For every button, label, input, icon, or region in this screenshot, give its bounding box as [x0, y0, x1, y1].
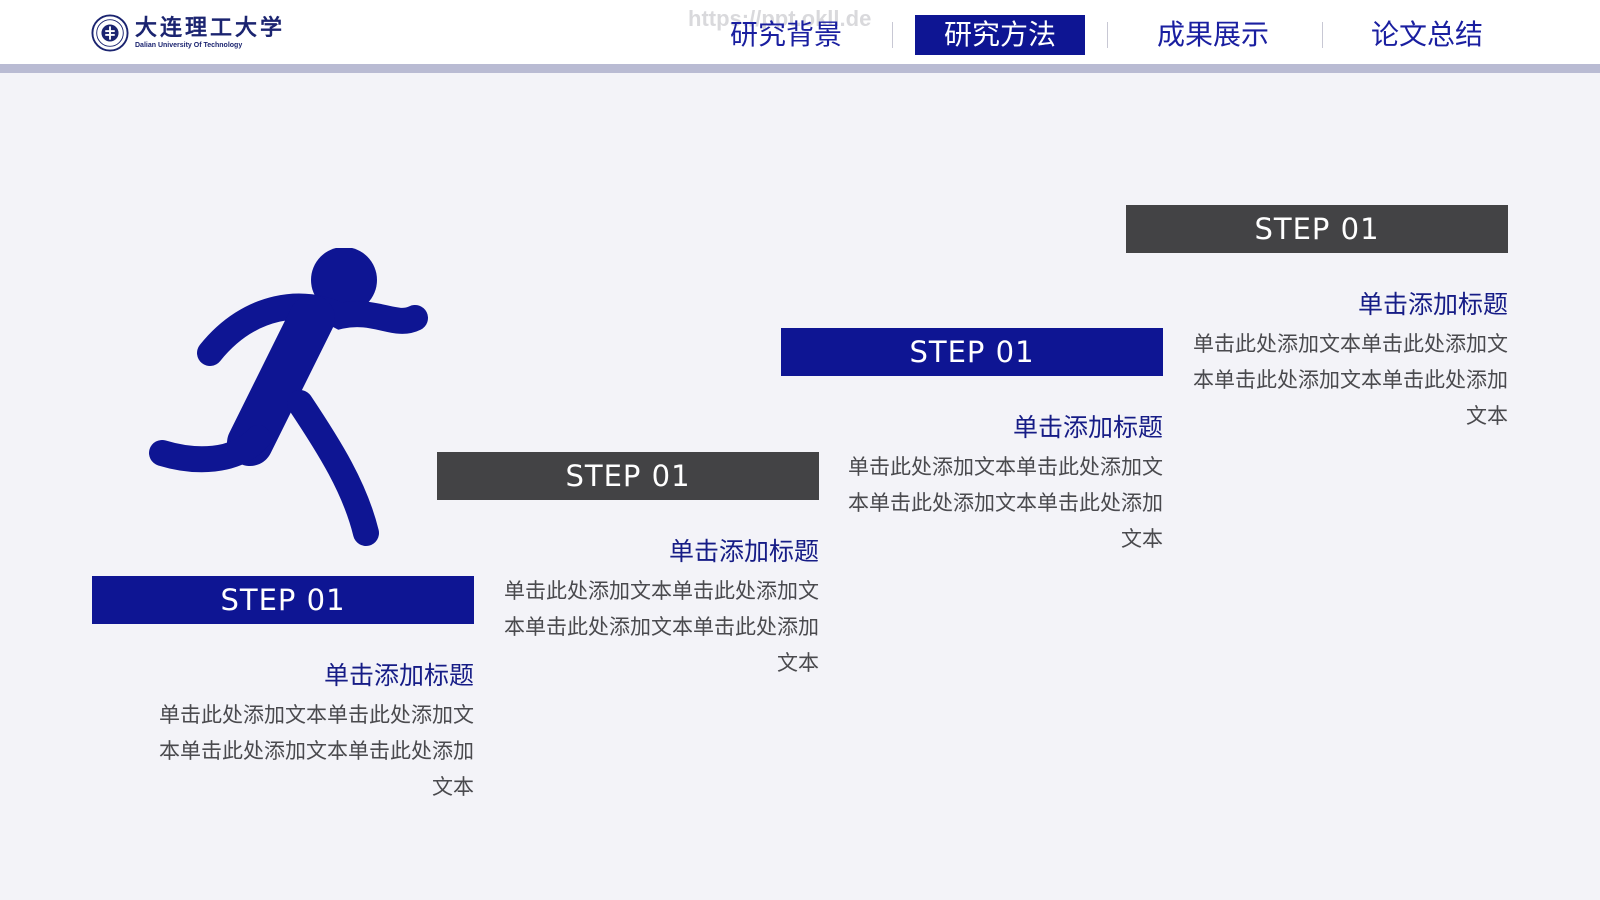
- logo-name-cn: 大连理工大学: [135, 15, 286, 41]
- step-4-bar: STEP 01: [1126, 205, 1508, 253]
- step-2-title[interactable]: 单击添加标题: [668, 537, 819, 566]
- header-divider: [0, 64, 1600, 73]
- step-4-title[interactable]: 单击添加标题: [1357, 290, 1508, 319]
- step-1-bar: STEP 01: [92, 576, 474, 624]
- nav-separator: [892, 22, 893, 48]
- nav-separator: [1322, 22, 1323, 48]
- nav-tab-research-background[interactable]: 研究背景: [729, 18, 842, 51]
- nav-tab-thesis-summary[interactable]: 论文总结: [1370, 18, 1483, 51]
- step-1-text[interactable]: 单击此处添加文本单击此处添加文本单击此处添加文本单击此处添加文本: [159, 703, 474, 799]
- header: 大连理工大学 Dalian University Of Technology h…: [0, 0, 1600, 64]
- nav-tab-results[interactable]: 成果展示: [1156, 18, 1269, 51]
- step-3-title[interactable]: 单击添加标题: [1012, 413, 1163, 442]
- step-1-title[interactable]: 单击添加标题: [323, 661, 474, 690]
- running-person-icon: [149, 248, 428, 546]
- step-3-text[interactable]: 单击此处添加文本单击此处添加文本单击此处添加文本单击此处添加文本: [848, 455, 1163, 551]
- step-4-text[interactable]: 单击此处添加文本单击此处添加文本单击此处添加文本单击此处添加文本: [1193, 332, 1508, 428]
- step-2-bar: STEP 01: [437, 452, 819, 500]
- step-3-bar: STEP 01: [781, 328, 1163, 376]
- logo-text: 大连理工大学 Dalian University Of Technology: [135, 17, 285, 49]
- university-logo[interactable]: 大连理工大学 Dalian University Of Technology: [91, 14, 285, 52]
- nav-separator: [1107, 22, 1108, 48]
- university-seal-icon: [91, 14, 129, 52]
- step-2-text[interactable]: 单击此处添加文本单击此处添加文本单击此处添加文本单击此处添加文本: [504, 579, 819, 675]
- nav-tab-research-method[interactable]: 研究方法: [915, 15, 1085, 55]
- logo-name-en: Dalian University Of Technology: [135, 42, 243, 49]
